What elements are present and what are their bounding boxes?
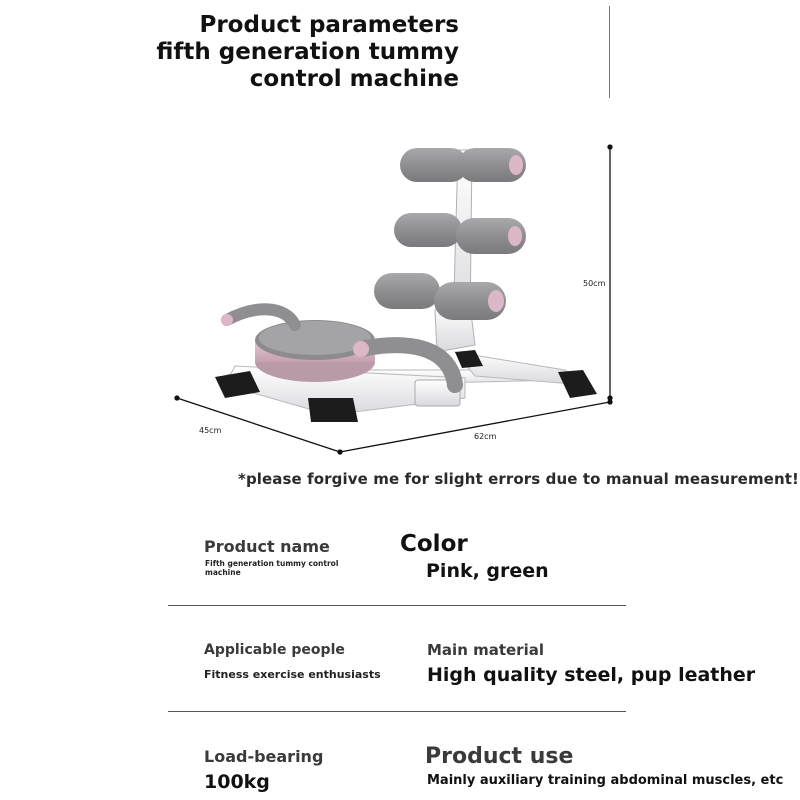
main-material-label: Main material	[427, 641, 544, 659]
width-dimension-label: 62cm	[474, 432, 497, 441]
product-name-label: Product name	[204, 537, 330, 556]
load-bearing-label: Load-bearing	[204, 747, 324, 766]
color-label: Color	[400, 531, 468, 557]
product-name-value-line2: machine	[205, 568, 241, 577]
divider-1	[168, 605, 626, 606]
depth-dimension-label: 45cm	[199, 426, 222, 435]
measurement-note: *please forgive me for slight errors due…	[238, 470, 799, 488]
title-line-3: control machine	[249, 66, 459, 92]
base-frame	[215, 350, 597, 422]
height-dimension-label: 50cm	[583, 279, 606, 288]
page-title: Product parameters fifth generation tumm…	[156, 12, 459, 93]
foam-rollers	[374, 148, 526, 320]
rotating-disc	[255, 320, 375, 382]
title-line-2: fifth generation tummy	[156, 39, 459, 65]
color-value: Pink, green	[426, 560, 549, 582]
load-bearing-value: 100kg	[204, 771, 270, 793]
product-image	[174, 144, 613, 455]
product-name-value-line1: Fifth generation tummy control	[205, 559, 339, 568]
product-use-label: Product use	[425, 744, 574, 769]
divider-2	[168, 711, 626, 712]
handles	[221, 303, 463, 393]
title-divider	[609, 6, 610, 98]
dimension-lines	[174, 144, 613, 455]
applicable-people-label: Applicable people	[204, 642, 345, 658]
applicable-people-value: Fitness exercise enthusiasts	[204, 668, 381, 681]
product-name-value: Fifth generation tummy control machine	[205, 559, 338, 577]
title-line-1: Product parameters	[199, 12, 459, 38]
product-use-value: Mainly auxiliary training abdominal musc…	[427, 773, 784, 788]
main-material-value: High quality steel, pup leather	[427, 664, 756, 686]
